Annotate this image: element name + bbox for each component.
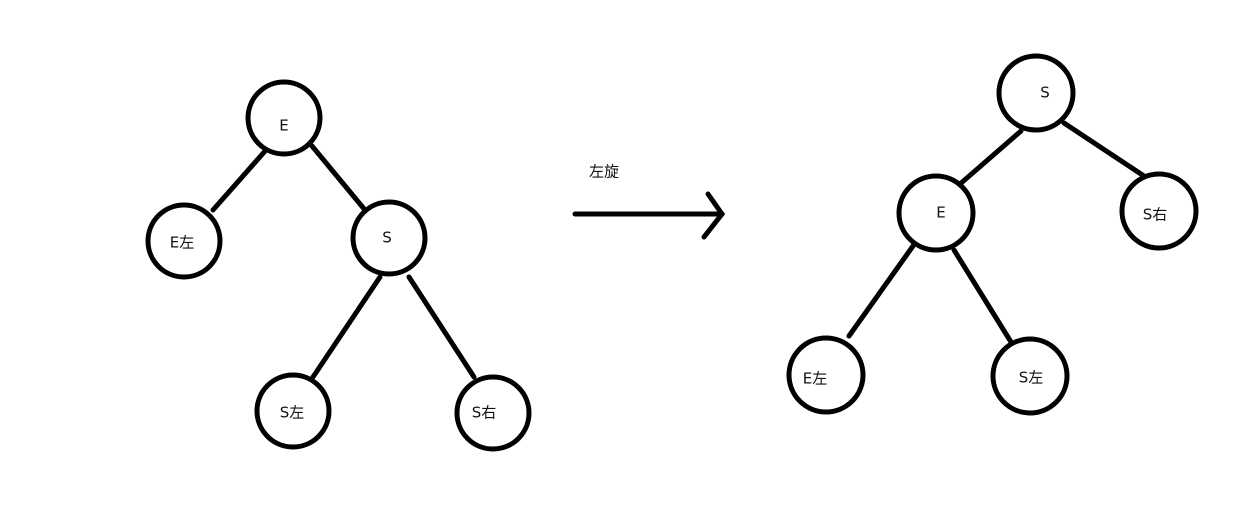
edge-e-eleft-after <box>846 243 916 339</box>
rotation-label: 左旋 <box>588 162 620 181</box>
node-circle-e-left-after <box>786 335 866 415</box>
node-circle-s-left <box>254 372 332 450</box>
node-label-s-right-after: S右 <box>1142 205 1168 224</box>
node-circle-s <box>350 199 428 277</box>
node-label-s-after: S <box>1040 83 1050 102</box>
node-circle-s-right-after <box>1119 171 1199 251</box>
node-circle-s-right <box>454 374 532 452</box>
edge-s-sright-after <box>1061 120 1147 179</box>
node-label-e-left: E左 <box>169 233 195 252</box>
arrow-head-icon <box>701 191 726 240</box>
edge-s-sright <box>406 274 477 380</box>
node-circle-e <box>245 79 323 157</box>
edge-e-sleft-after <box>951 247 1014 345</box>
edge-e-s <box>309 143 368 213</box>
node-label-s: S <box>382 228 392 247</box>
node-label-s-left-after: S左 <box>1018 368 1044 387</box>
node-circle-e-left <box>145 202 223 280</box>
node-label-e-after: E <box>936 203 946 222</box>
edge-s-e-after <box>957 128 1024 187</box>
node-circle-e-after <box>896 173 976 253</box>
edge-s-sleft <box>310 274 383 380</box>
node-circle-s-left-after <box>990 336 1070 416</box>
node-circle-s-after <box>996 53 1076 133</box>
node-label-e-left-after: E左 <box>802 369 828 388</box>
node-label-s-right: S右 <box>471 403 497 422</box>
edge-e-eleft <box>210 147 269 213</box>
node-label-s-left: S左 <box>279 403 305 422</box>
node-label-e: E <box>279 116 289 135</box>
